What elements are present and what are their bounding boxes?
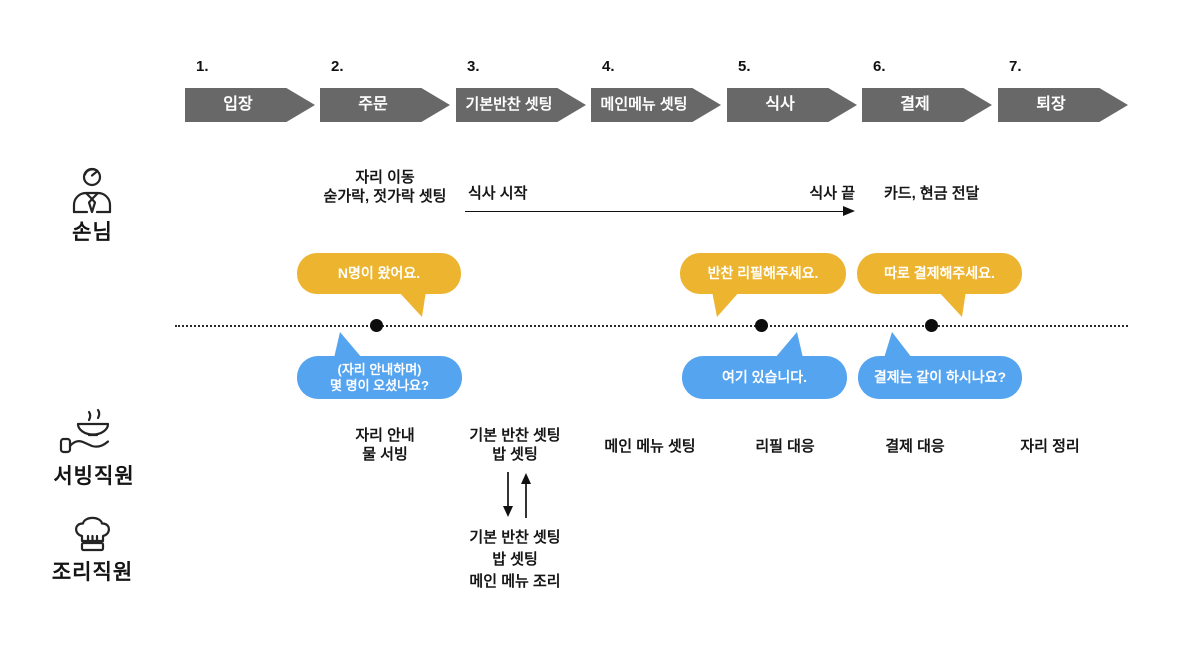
server-task-refill: 리필 대응 — [755, 438, 815, 455]
timeline-dot-1 — [370, 319, 383, 332]
customer-bubble-separate-pay-tail — [938, 291, 966, 317]
meal-start-label: 식사 시작 — [468, 185, 528, 202]
payment-method-note: 카드, 현금 전달 — [884, 185, 980, 202]
step-number-5: 5. — [738, 58, 751, 75]
server-cook-exchange-arrows-icon — [503, 472, 531, 518]
server-task-seat-water: 자리 안내 물 서빙 — [355, 427, 415, 463]
step-arrow-order: 주문 — [320, 88, 450, 122]
timeline-dot-3 — [925, 319, 938, 332]
step-number-6: 6. — [873, 58, 886, 75]
meal-end-label: 식사 끝 — [809, 185, 855, 202]
step-arrow-entrance: 입장 — [185, 88, 315, 122]
customer-bubble-arrival-tail — [398, 291, 426, 317]
step-number-3: 3. — [467, 58, 480, 75]
interaction-timeline — [175, 325, 1128, 327]
customer-label: 손님 — [72, 221, 113, 244]
serving-hand-bowl-icon — [58, 408, 116, 458]
step-number-4: 4. — [602, 58, 615, 75]
cook-task-prep: 기본 반찬 셋팅 밥 셋팅 메인 메뉴 조리 — [469, 529, 561, 590]
step-number-1: 1. — [196, 58, 209, 75]
step-arrow-exit: 퇴장 — [998, 88, 1128, 122]
server-task-banchan-rice: 기본 반찬 셋팅 밥 셋팅 — [469, 427, 561, 463]
server-bubble-pay-together: 결제는 같이 하시나요? — [858, 356, 1022, 399]
cook-label: 조리직원 — [51, 561, 134, 584]
server-task-cleanup: 자리 정리 — [1020, 438, 1080, 455]
server-label: 서빙직원 — [53, 465, 135, 488]
customer-bubble-refill-tail — [712, 291, 740, 317]
step-arrow-payment: 결제 — [862, 88, 992, 122]
customer-bubble-refill: 반찬 리필해주세요. — [680, 253, 846, 294]
server-bubble-pay-together-tail — [884, 332, 912, 358]
step-number-2: 2. — [331, 58, 344, 75]
customer-person-icon — [66, 166, 118, 216]
customer-seat-note: 자리 이동 숟가락, 젓가락 셋팅 — [323, 169, 447, 205]
server-task-main-setting: 메인 메뉴 셋팅 — [604, 438, 696, 455]
customer-bubble-separate-pay: 따로 결제해주세요. — [857, 253, 1022, 294]
timeline-dot-2 — [755, 319, 768, 332]
step-number-7: 7. — [1009, 58, 1022, 75]
step-arrow-meal: 식사 — [727, 88, 857, 122]
meal-duration-arrow — [465, 211, 845, 212]
step-arrow-banchan-setting: 기본반찬 셋팅 — [456, 88, 586, 122]
server-bubble-guide: (자리 안내하며) 몇 명이 오셨나요? — [297, 356, 462, 399]
chef-hat-icon — [68, 514, 114, 558]
server-bubble-here: 여기 있습니다. — [682, 356, 847, 399]
customer-bubble-arrival: N명이 왔어요. — [297, 253, 461, 294]
step-arrow-main-setting: 메인메뉴 셋팅 — [591, 88, 721, 122]
server-task-payment: 결제 대응 — [885, 438, 945, 455]
meal-duration-arrowhead-icon — [843, 206, 855, 216]
server-bubble-guide-tail — [334, 332, 362, 358]
server-bubble-here-tail — [775, 332, 803, 358]
